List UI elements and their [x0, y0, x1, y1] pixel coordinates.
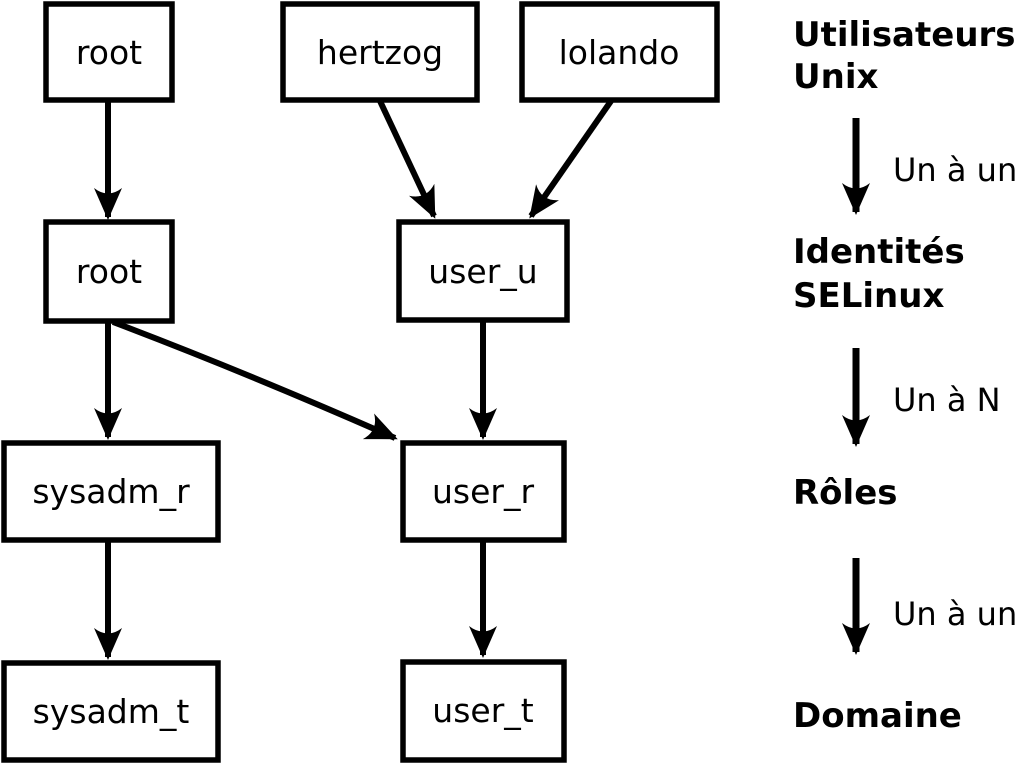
- node-root-unix-box: [43, 1, 175, 103]
- node-root-selinux: root: [43, 219, 175, 324]
- node-sysadm-r-label: sysadm_r: [32, 472, 190, 511]
- node-user-u: user_u: [396, 219, 570, 323]
- legend-domain-title: Domaine: [793, 696, 962, 736]
- node-root-unix: root: [43, 1, 175, 103]
- node-sysadm-r-box: [1, 440, 221, 543]
- legend-selinux-identities-line1: Identités: [793, 232, 965, 272]
- edge-root-selinux-to-user-r: [111, 319, 398, 441]
- edge-hertzog-to-user-u: [377, 99, 437, 219]
- node-sysadm-t-box: [1, 660, 221, 763]
- legend-selinux-identities-line2: SELinux: [793, 276, 944, 316]
- legend: Utilisateurs Unix Un à un Identités SELi…: [793, 15, 1017, 736]
- node-lolando: lolando: [519, 1, 720, 103]
- legend-arrow1-label: Un à un: [893, 151, 1017, 189]
- node-user-t: user_t: [400, 659, 567, 763]
- node-sysadm-t-label: sysadm_t: [33, 692, 190, 731]
- edge-lolando-to-user-u: [528, 99, 614, 219]
- node-lolando-label: lolando: [559, 33, 680, 72]
- node-user-r: user_r: [400, 440, 567, 543]
- legend-unix-users-line2: Unix: [793, 57, 878, 97]
- node-hertzog-box: [280, 1, 480, 103]
- node-sysadm-r: sysadm_r: [1, 440, 221, 543]
- node-user-r-box: [400, 440, 567, 543]
- node-user-u-label: user_u: [428, 252, 537, 291]
- node-user-t-box: [400, 659, 567, 763]
- node-root-unix-label: root: [76, 33, 142, 72]
- node-user-r-label: user_r: [432, 472, 534, 511]
- node-root-selinux-box: [43, 219, 175, 324]
- legend-arrow2-label: Un à N: [893, 381, 1001, 419]
- node-hertzog-label: hertzog: [317, 33, 443, 72]
- node-hertzog: hertzog: [280, 1, 480, 103]
- node-root-selinux-label: root: [76, 252, 142, 291]
- node-user-t-label: user_t: [432, 691, 533, 730]
- node-sysadm-t: sysadm_t: [1, 660, 221, 763]
- legend-roles-title: Rôles: [793, 473, 898, 513]
- legend-unix-users-line1: Utilisateurs: [793, 15, 1016, 55]
- node-user-u-box: [396, 219, 570, 323]
- legend-arrow3-label: Un à un: [893, 595, 1017, 633]
- node-lolando-box: [519, 1, 720, 103]
